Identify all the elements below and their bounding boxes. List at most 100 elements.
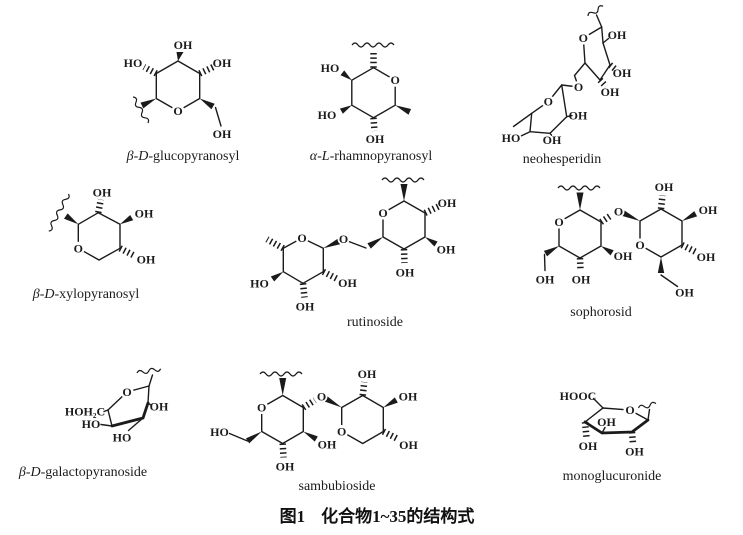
molecule-glucopyranosyl: OH HO OH O OH [124, 38, 232, 141]
atom-label-HO: HO [210, 425, 229, 439]
atom-label-OH: OH [608, 28, 627, 42]
label-prefix: β-D- [18, 465, 46, 480]
atom-label-O: O [337, 425, 346, 439]
atom-label-OH: OH [213, 56, 232, 70]
atom-label-O: O [635, 238, 644, 252]
atom-label-OH: OH [366, 132, 385, 146]
atom-label-OH: OH [399, 390, 418, 404]
atom-label-HOOC: HOOC [560, 389, 597, 403]
atom-label-OH: OH [625, 445, 644, 459]
atom-label-OH: OH [174, 38, 193, 52]
structure-label-sambubioside: sambubioside [299, 478, 376, 496]
structure-label-sophorosid: sophorosid [570, 304, 631, 322]
atom-label-OH: OH [438, 196, 457, 210]
atom-label-OH: OH [601, 85, 620, 99]
atom-label-HO: HO [250, 277, 269, 291]
structure-label-glucopyranosyl: β-D-glucopyranosyl [127, 148, 240, 166]
atom-label-HO: HO [318, 108, 337, 122]
label-name: sophorosid [570, 305, 632, 320]
atom-label-OH: OH [697, 250, 716, 264]
molecule-rhamnopyranosyl: HO HO OH O [318, 42, 412, 146]
galactopyranoside-bonds [100, 367, 162, 432]
atom-label-OH: OH [437, 243, 456, 257]
label-prefix: β-D- [32, 287, 60, 302]
atom-label-O: O [544, 95, 553, 109]
molecule-rutinoside: OH OH OH O O O HO OH OH [250, 177, 457, 314]
sambubioside-bonds [228, 371, 398, 458]
monoglucuronide-bonds [581, 397, 657, 444]
atom-label-OH: OH [399, 438, 418, 452]
atom-label-OH: OH [675, 286, 694, 300]
label-name: sambubioside [298, 479, 376, 494]
atom-label-HO: HO [82, 417, 101, 431]
atom-label-OH: OH [396, 266, 415, 280]
atom-label-HO: HO [321, 61, 340, 75]
caption-text-before: 化合物 [321, 507, 373, 526]
atom-label-HO: HO [113, 431, 132, 445]
atom-label-O: O [257, 401, 266, 415]
molecule-sambubioside: O O O OH OH HO OH OH OH [210, 367, 418, 474]
label-name: glucopyranosyl [153, 149, 240, 164]
atom-label-O: O [297, 231, 306, 245]
atom-label-OH: OH [699, 203, 718, 217]
xylopyranosyl-bonds [48, 193, 136, 261]
atom-label-O: O [339, 232, 348, 246]
atom-label-HO: HO [502, 131, 521, 145]
label-name: neohesperidin [522, 152, 602, 167]
atom-label-O: O [625, 403, 634, 417]
label-name: xylopyranosyl [59, 287, 140, 302]
label-name: rutinoside [347, 315, 403, 330]
molecule-monoglucuronide: O HOOC OH OH OH [560, 389, 657, 459]
label-name: galactopyranoside [45, 465, 148, 480]
rhamnopyranosyl-bonds [339, 42, 412, 132]
neohesperidin-bonds [512, 5, 619, 137]
atom-label-O: O [317, 390, 326, 404]
atom-label-HO: HO [124, 56, 143, 70]
structure-label-neohesperidin: neohesperidin [523, 151, 602, 169]
atom-label-O: O [378, 206, 387, 220]
atom-label-OH: OH [135, 207, 154, 221]
atom-label-O: O [574, 80, 583, 94]
caption-compound-range: 1~35 [372, 507, 407, 526]
label-name: rhamnopyranosyl [334, 149, 433, 164]
structure-label-monoglucuronide: monoglucuronide [563, 468, 662, 486]
atom-label-OH: OH [150, 400, 169, 414]
label-prefix: β-D- [126, 149, 154, 164]
structure-label-rhamnopyranosyl: α-L-rhamnopyranosyl [310, 148, 432, 166]
atom-label-O: O [614, 205, 623, 219]
atom-label-OH: OH [536, 273, 555, 287]
atom-label-O: O [579, 31, 588, 45]
atom-label-OH: OH [597, 415, 616, 429]
atom-label-OH: OH [358, 367, 377, 381]
atom-label-OH: OH [655, 180, 674, 194]
atom-label-OH: OH [137, 253, 156, 267]
rutinoside-bonds [265, 177, 440, 298]
atom-label-OH: OH [569, 109, 588, 123]
caption-figure-number: 图1 [279, 507, 306, 526]
atom-label-OH: OH [318, 438, 337, 452]
molecule-xylopyranosyl: OH OH OH O [48, 186, 156, 267]
atom-label-OH: OH [338, 276, 357, 290]
atom-label-OH: OH [93, 186, 112, 200]
atom-label-OH: OH [579, 439, 598, 453]
label-prefix: α-L- [309, 149, 335, 164]
atom-label-O: O [554, 215, 563, 229]
structure-label-rutinoside: rutinoside [347, 314, 403, 332]
molecule-sophorosid: O O O OH OH OH OH OH OH OH [536, 180, 718, 300]
atom-label-HOH2C: HOH₂C [65, 405, 105, 419]
atom-label-O: O [74, 241, 83, 255]
atom-label-O: O [173, 104, 182, 118]
label-name: monoglucuronide [562, 469, 662, 484]
atom-label-OH: OH [213, 127, 232, 141]
molecule-galactopyranoside: O OH HOH₂C HO HO [65, 367, 169, 445]
atom-label-OH: OH [296, 300, 315, 314]
atom-label-OH: OH [276, 460, 295, 474]
molecule-neohesperidin: O OH OH OH O O OH OH HO [502, 5, 632, 147]
structure-label-xylopyranosyl: β-D-xylopyranosyl [33, 286, 140, 304]
atom-label-OH: OH [572, 273, 591, 287]
atom-label-O: O [122, 385, 131, 399]
glucopyranosyl-bonds [132, 52, 222, 127]
